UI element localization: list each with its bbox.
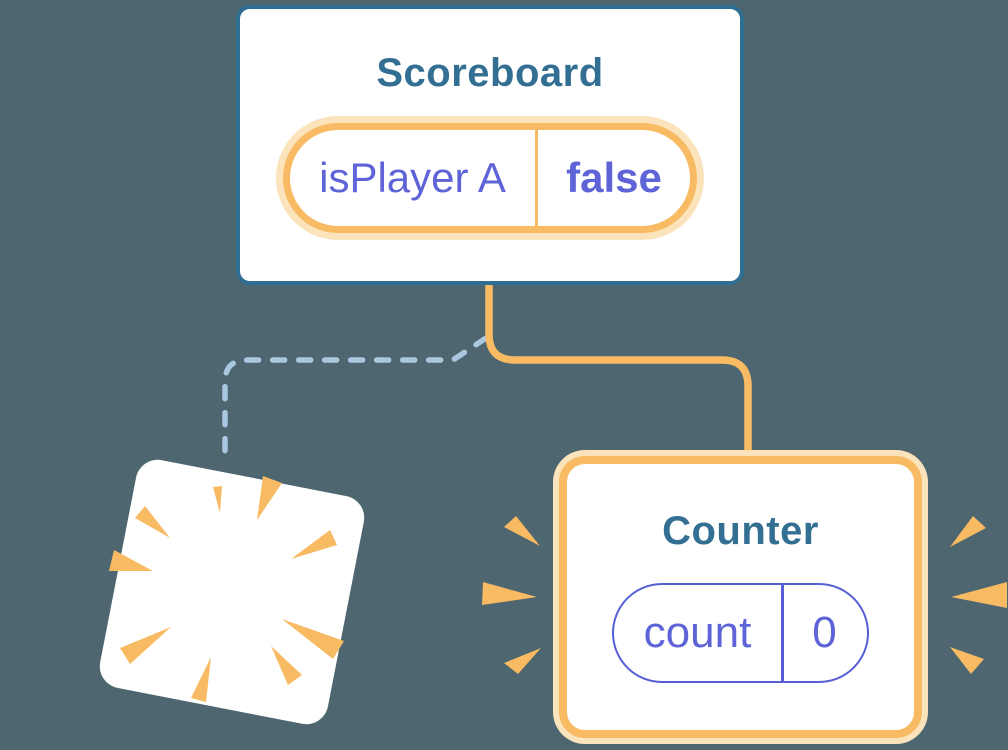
scoreboard-card: Scoreboard isPlayer A false	[236, 5, 744, 285]
emphasis-ray	[951, 582, 1007, 608]
emphasis-ray	[504, 516, 540, 546]
scoreboard-title: Scoreboard	[376, 51, 604, 95]
destroyed-card-body	[99, 459, 365, 725]
state-label: count	[643, 608, 752, 657]
emphasis-ray	[504, 648, 541, 674]
dashed-connector	[222, 335, 489, 467]
state-value: false	[566, 154, 662, 201]
burst-ray	[257, 476, 282, 520]
state-value: 0	[812, 608, 837, 657]
burst-ray	[271, 646, 302, 685]
burst-ray	[135, 506, 170, 538]
burst-ray	[109, 550, 153, 571]
scoreboard-state-pill: isPlayer A false	[283, 123, 697, 233]
burst-ray	[120, 627, 171, 664]
burst-ray	[213, 486, 222, 513]
pill-divider	[781, 585, 784, 681]
counter-state-pill: count 0	[612, 583, 869, 683]
orange-connector	[485, 282, 752, 458]
pill-divider	[535, 130, 538, 226]
emphasis-ray	[482, 582, 537, 605]
burst-ray	[191, 657, 211, 702]
destroyed-card	[99, 459, 365, 725]
state-label: isPlayer A	[319, 154, 506, 201]
emphasis-rays-icon	[482, 516, 1007, 674]
burst-ray	[291, 530, 337, 559]
burst-explosion-icon	[109, 476, 344, 702]
counter-title: Counter	[662, 509, 819, 553]
emphasis-ray	[950, 516, 986, 547]
burst-ray	[282, 619, 344, 659]
counter-card: Counter count 0	[559, 456, 922, 738]
emphasis-ray	[950, 647, 984, 674]
